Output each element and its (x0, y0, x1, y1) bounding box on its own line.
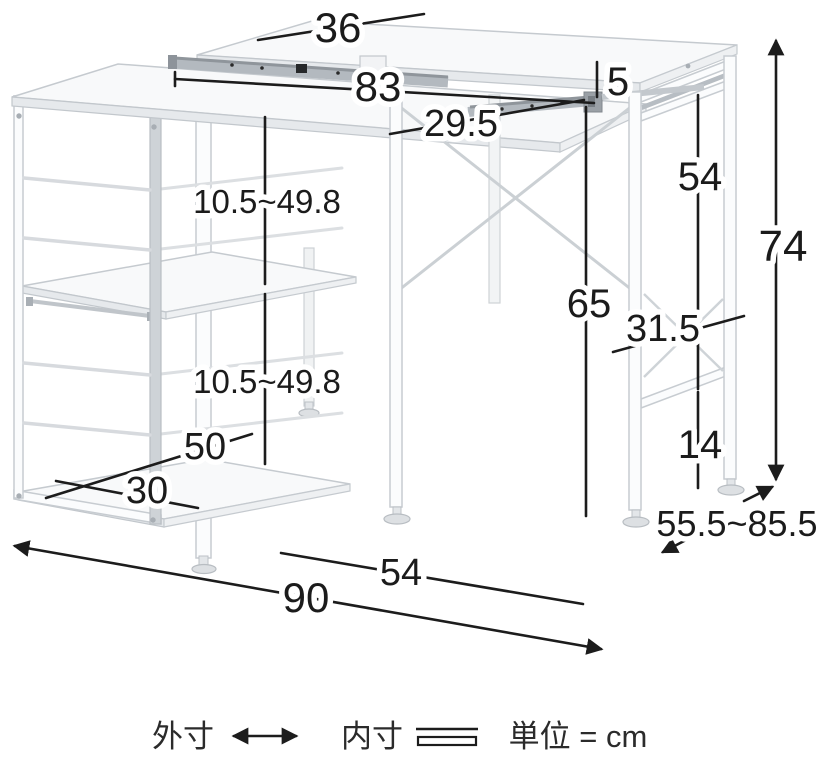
cross-brace-2 (397, 104, 634, 292)
dim-rack-depth-label: 50 (184, 426, 226, 468)
front-right-foot (622, 516, 650, 528)
desk-right-edge (639, 44, 738, 93)
side-diagonal-brace-2 (643, 298, 724, 378)
dim-bottom-inner-width-label: 54 (380, 552, 422, 594)
side-rung-2 (150, 226, 344, 252)
rail-slot (530, 104, 534, 108)
rail-mount-strip (601, 84, 705, 100)
rack-front-left-post (13, 95, 24, 499)
desk-legs (383, 55, 745, 528)
rack-back-foot-stem (198, 555, 209, 566)
side-rung-3 (150, 351, 344, 377)
frame-screw-6 (150, 517, 156, 523)
desk-edge-screw (685, 63, 691, 69)
right-slide-rail-edge (469, 95, 591, 109)
rail-slot (336, 71, 340, 75)
dim-shelf-upper-label: 10.5~49.8 (193, 183, 341, 220)
dim-extendable-arrow-left (660, 537, 688, 554)
shelf-rack-unit (13, 95, 357, 575)
rack-back-foot (191, 563, 217, 575)
dim-rack-depth-line (44, 432, 254, 500)
dim-side-inner-depth-label: 31.5 (626, 308, 700, 350)
legend-unit-label: 単位 = cm (509, 719, 648, 754)
side-rung-1 (150, 166, 344, 192)
rail-latch (296, 64, 307, 73)
rack-front-right-post (149, 103, 162, 525)
back-right-foot (717, 484, 745, 496)
dim-inner-width-label: 83 (355, 63, 402, 110)
front-rung-3 (22, 361, 152, 377)
dim-rack-width-line (54, 479, 200, 510)
rail-slot (500, 107, 504, 111)
dim-rail-length-line (388, 98, 586, 136)
dim-total-width-line (12, 540, 604, 655)
frame-screw-3 (16, 113, 22, 119)
dim-side-inner-height-label: 54 (678, 155, 723, 199)
dim-rail-length-label: 29.5 (424, 103, 498, 145)
dim-rack-width-label: 30 (126, 470, 168, 512)
legend-inner-label: 内寸 (341, 719, 403, 754)
legend-outer-label: 外寸 (152, 719, 214, 754)
dim-desk-depth-line (256, 12, 426, 42)
frame-screw-5 (16, 493, 22, 499)
dim-total-height-label: 74 (759, 222, 808, 271)
rail-bracket-detail (588, 96, 595, 107)
left-slide-rail-edge (174, 56, 449, 79)
dim-clearance-label: 65 (567, 282, 612, 326)
bottom-shelf-top (17, 458, 351, 520)
rack-rear-foot-stem (304, 401, 314, 410)
dim-extendable-width-label: 55.5~85.5 (656, 503, 817, 544)
dim-shelf-lower-label: 10.5~49.8 (193, 363, 341, 400)
front-rung-1 (22, 176, 152, 192)
rail-slot (260, 66, 264, 70)
desk-front-right-leg (628, 91, 642, 511)
front-left-foot (383, 513, 411, 525)
dim-total-width-label: 90 (283, 574, 330, 621)
legend: 外寸 内寸 単位 = cm (152, 719, 647, 754)
rail-bracket-left (359, 55, 387, 73)
right-side-bottom-rail (640, 365, 727, 410)
middle-shelf-right-edge (165, 276, 357, 320)
dim-rail-gap-label: 5 (607, 60, 629, 104)
hanger-bar (29, 299, 151, 318)
dim-foot-clearance-label: 14 (678, 423, 723, 467)
desk-back-left-leg (488, 94, 501, 304)
dimension-annotations: 36 83 5 29.5 10.5~49.8 10.5~49.8 54 74 6… (12, 0, 823, 655)
dim-desk-depth-label: 36 (315, 4, 362, 51)
dim-side-inner-depth-line (611, 314, 746, 354)
rail-slot (230, 63, 234, 67)
desk-front-left-leg (389, 76, 403, 508)
bottom-shelf-right-edge (163, 483, 351, 528)
front-rung-2 (22, 236, 152, 252)
hanger-bar-left-cap (26, 297, 33, 306)
rail-end-cap (168, 55, 177, 69)
dim-extendable-arrow-right (742, 485, 775, 503)
dim-inner-width-line (173, 77, 596, 105)
front-rung-4 (22, 421, 152, 437)
desk-back-right-leg (723, 55, 737, 480)
frame-screw-4 (151, 124, 157, 130)
side-rung-4 (150, 411, 344, 437)
legend-inner-bar-icon (416, 735, 478, 747)
